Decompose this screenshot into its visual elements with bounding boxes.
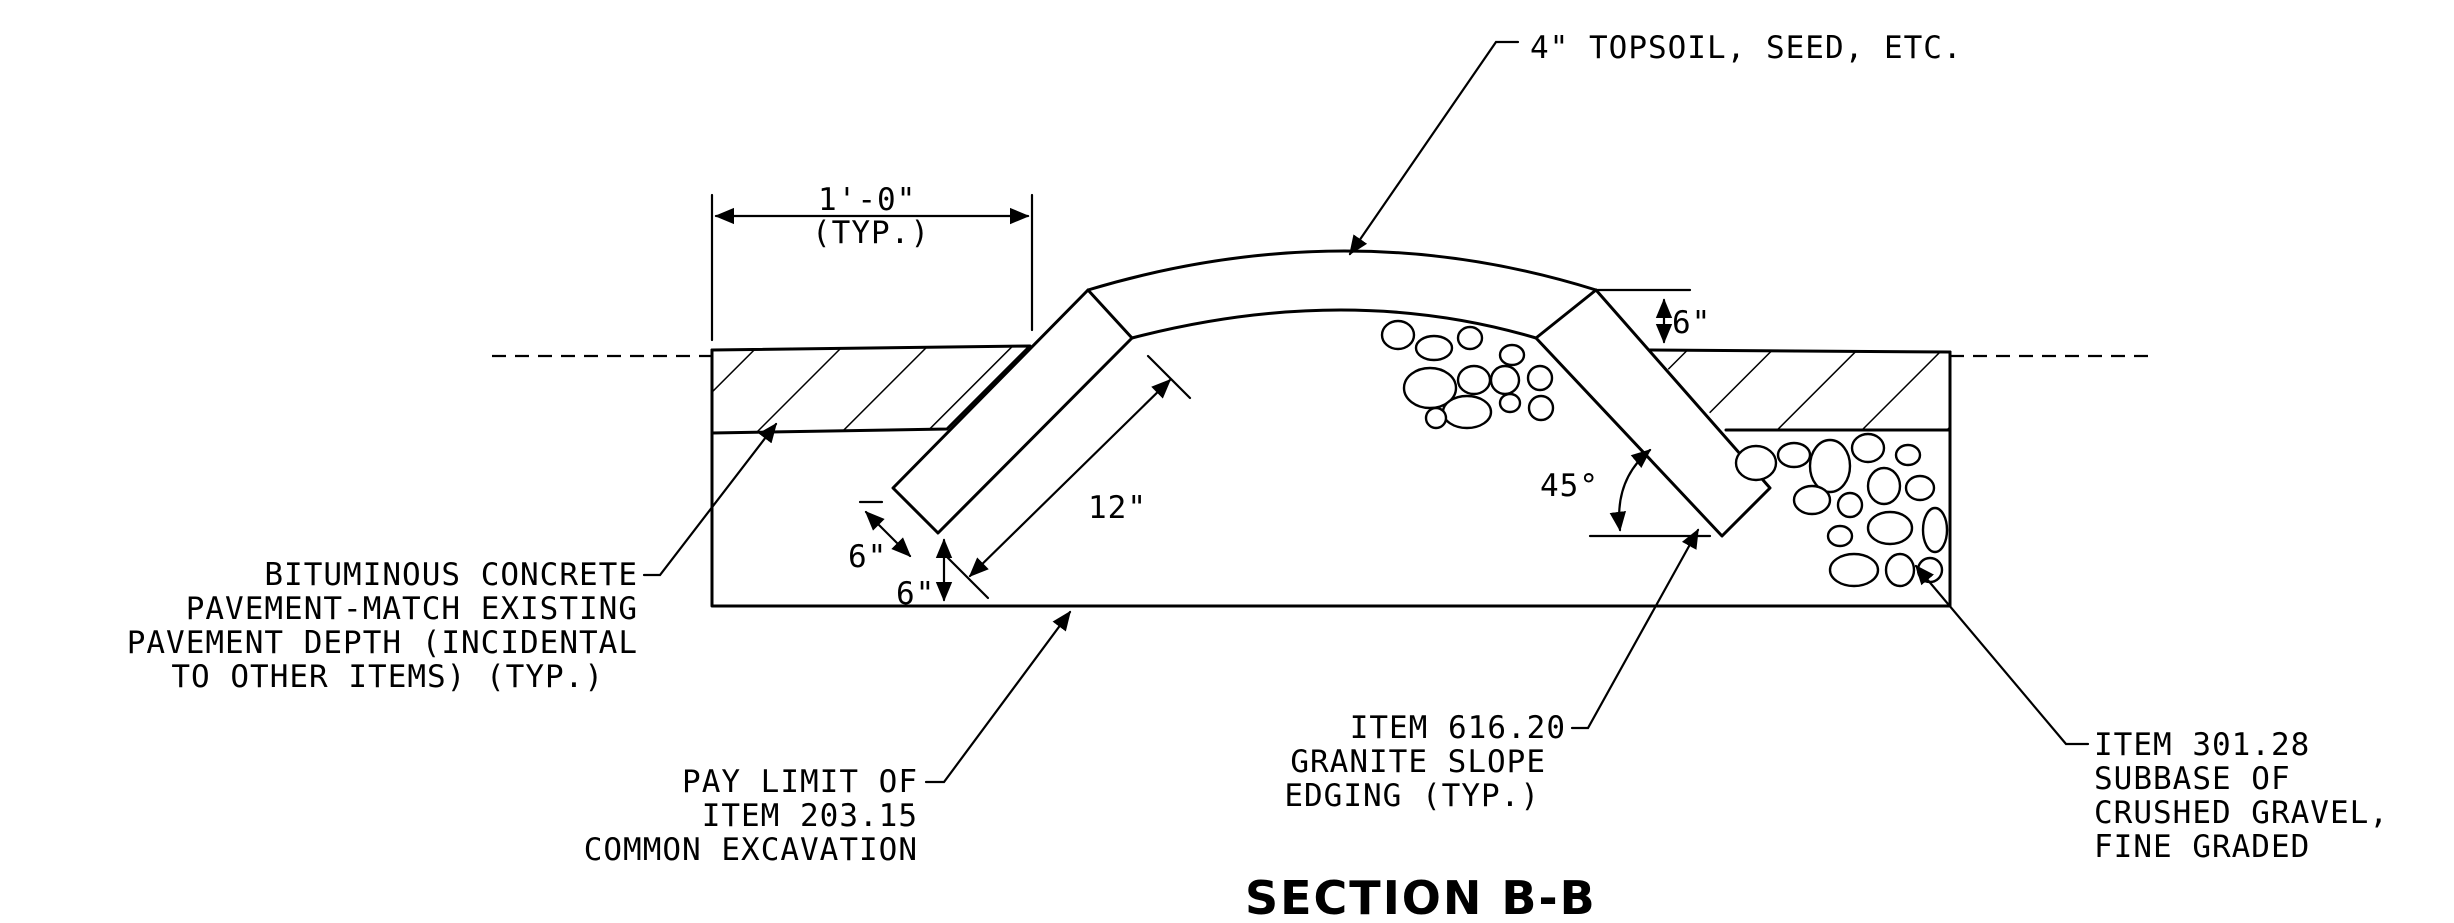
subbase-line-3: CRUSHED GRAVEL, xyxy=(2094,795,2389,831)
subbase-line-4: FINE GRADED xyxy=(2094,829,2310,865)
stone-thickness-dim xyxy=(864,510,912,558)
stone-thickness-label: 6" xyxy=(848,539,887,575)
width-typ-label: (TYP.) xyxy=(812,215,930,251)
bituminous-line-4: TO OTHER ITEMS) (TYP.) xyxy=(171,659,604,695)
bituminous-line-3: PAVEMENT DEPTH (INCIDENTAL xyxy=(127,625,638,661)
bituminous-leader xyxy=(642,422,778,577)
pay-limit-leader xyxy=(924,610,1072,784)
gravel-stones xyxy=(1380,319,1949,588)
section-title: SECTION B-B xyxy=(1245,871,1597,923)
stone-length-dim xyxy=(968,378,1172,578)
stone-length-ext-top xyxy=(1146,354,1192,400)
pay-limit-line-2: ITEM 203.15 xyxy=(702,798,918,834)
stone-length-label: 12" xyxy=(1088,490,1147,526)
edging-line-3: EDGING (TYP.) xyxy=(1284,778,1540,814)
granite-edging-right xyxy=(1534,288,1772,538)
pavement-right xyxy=(1650,350,1950,430)
bituminous-line-1: BITUMINOUS CONCRETE xyxy=(264,557,638,593)
edging-line-2: GRANITE SLOPE xyxy=(1290,744,1546,780)
pavement-left xyxy=(712,346,1030,433)
subbase-line-2: SUBBASE OF xyxy=(2094,761,2291,797)
subbase-leader xyxy=(1914,564,2090,746)
topsoil-leader xyxy=(1348,40,1520,256)
curb-height-label: 6" xyxy=(1672,305,1711,341)
bituminous-line-2: PAVEMENT-MATCH EXISTING xyxy=(186,591,638,627)
topsoil-label: 4" TOPSOIL, SEED, ETC. xyxy=(1530,30,1963,66)
topsoil-arch-bottom xyxy=(1130,308,1538,340)
angle-arc xyxy=(1609,448,1652,532)
subbase-line-1: ITEM 301.28 xyxy=(2094,727,2310,763)
edging-leader xyxy=(1570,528,1700,730)
width-dim-label: 1'-0" xyxy=(818,182,916,218)
angle-label: 45° xyxy=(1540,468,1599,504)
granite-edging-left xyxy=(891,288,1134,535)
pay-limit-line-1: PAY LIMIT OF xyxy=(682,764,918,800)
topsoil-arch-top xyxy=(1086,249,1598,292)
excavation-outline xyxy=(710,348,1952,608)
edging-line-1: ITEM 616.20 xyxy=(1350,710,1566,746)
pay-limit-line-3: COMMON EXCAVATION xyxy=(584,832,918,868)
base-depth-label: 6" xyxy=(896,576,935,612)
stone-length-ext-bottom xyxy=(944,554,990,600)
